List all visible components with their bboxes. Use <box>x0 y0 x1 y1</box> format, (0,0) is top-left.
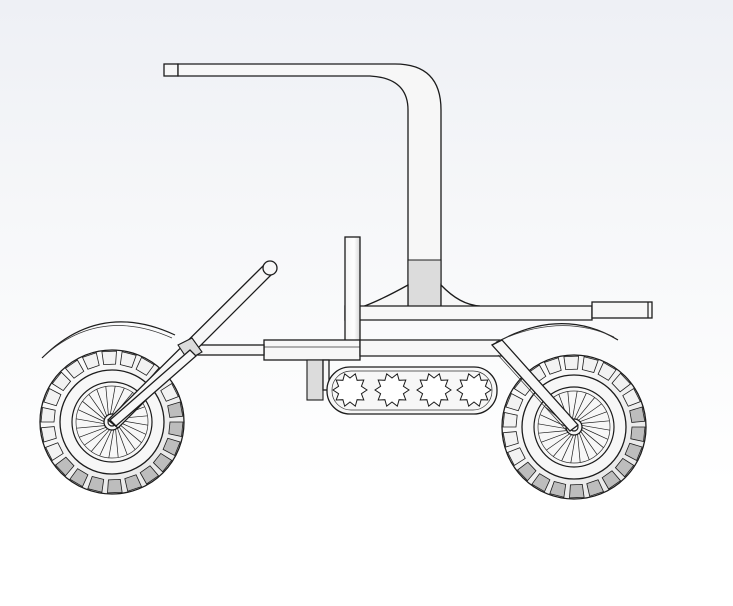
tread-block <box>549 481 567 498</box>
tread-block <box>614 457 635 478</box>
tread-block <box>107 478 123 494</box>
tread-block <box>507 447 526 466</box>
spoke <box>580 420 610 424</box>
tread-block <box>119 351 137 368</box>
spoke <box>579 430 598 455</box>
spoke <box>561 433 575 461</box>
spoke <box>78 409 106 423</box>
tread-block <box>597 361 617 381</box>
spoke <box>115 428 119 458</box>
tread-block <box>586 479 605 497</box>
tread-block <box>43 387 62 407</box>
tread-block <box>124 474 143 492</box>
tread-block <box>54 456 75 477</box>
seat-post <box>263 236 361 361</box>
front-fork <box>490 339 579 432</box>
upper-deck-rail <box>344 301 653 321</box>
spoke <box>108 428 115 458</box>
rear-fork <box>107 260 278 429</box>
spoke <box>105 386 109 416</box>
tread-block <box>569 483 585 499</box>
sprocket <box>456 372 492 408</box>
spoke <box>580 424 610 431</box>
tread-block <box>167 401 184 418</box>
tread-block <box>51 371 72 392</box>
spoke <box>118 423 142 443</box>
tread-block <box>601 470 622 490</box>
spoke <box>111 388 125 416</box>
spoke <box>573 393 587 421</box>
tread-block <box>543 357 562 375</box>
spoke <box>538 430 568 434</box>
tread-block <box>40 426 57 443</box>
spoke <box>540 414 568 428</box>
tread-block <box>64 359 85 379</box>
tread-block <box>101 350 117 366</box>
tread-block <box>40 407 56 423</box>
tread-block <box>135 356 155 376</box>
tread-block <box>629 406 646 423</box>
sprocket <box>374 372 410 408</box>
tread-block <box>139 465 160 485</box>
rear-fender <box>41 321 176 359</box>
spoke <box>96 389 108 418</box>
spoke <box>99 428 113 456</box>
spoke <box>580 426 608 440</box>
tread-block <box>581 356 599 373</box>
tread-block <box>45 442 64 461</box>
spoke <box>79 426 108 438</box>
tread-block <box>622 388 641 407</box>
tread-block <box>152 452 173 473</box>
tread-block <box>516 461 537 482</box>
spoke <box>577 433 581 463</box>
spoke <box>84 427 109 446</box>
spoke <box>88 394 107 419</box>
spoke <box>91 428 111 452</box>
tread-block <box>160 383 179 402</box>
tread-block <box>168 421 184 437</box>
tread-block <box>624 442 643 462</box>
tread-block <box>630 426 646 442</box>
canopy-arm <box>163 63 481 313</box>
track-drive <box>326 366 498 415</box>
spoke <box>76 425 106 429</box>
tread-block <box>611 372 632 393</box>
tread-block <box>531 473 551 493</box>
tread-block <box>505 392 524 412</box>
lower-frame <box>191 339 506 401</box>
spoke <box>570 433 577 463</box>
spoke <box>538 423 568 430</box>
tread-block <box>69 468 89 488</box>
tread-block <box>563 355 579 371</box>
tread-block <box>502 431 519 448</box>
spoke <box>116 426 128 455</box>
spoke <box>76 418 106 425</box>
spoke <box>541 431 570 443</box>
tread-block <box>502 412 518 428</box>
spoke <box>577 403 602 422</box>
spoke <box>546 432 571 451</box>
spoke <box>109 386 116 416</box>
spoke <box>578 411 607 423</box>
tread-block <box>87 476 105 493</box>
spoke <box>118 421 146 435</box>
tread-block <box>81 352 100 370</box>
sprocket <box>416 372 452 408</box>
front-fender <box>491 323 619 346</box>
spoke <box>553 433 573 457</box>
spoke <box>580 428 604 448</box>
spoke <box>578 431 590 460</box>
spoke <box>575 397 595 421</box>
sprocket <box>332 372 368 408</box>
spoke <box>571 391 578 421</box>
tread-block <box>162 437 181 457</box>
spoke <box>117 425 136 450</box>
spoke <box>82 401 106 421</box>
